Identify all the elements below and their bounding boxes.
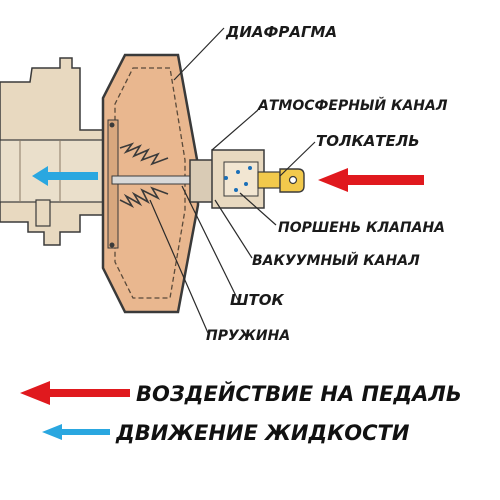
fluid-arrow (32, 166, 98, 186)
master-cylinder-bore (0, 139, 113, 203)
label-vacuum-channel: ВАКУУМНЫЙ КАНАЛ (252, 252, 420, 269)
label-spring: ПРУЖИНА (206, 328, 290, 344)
label-rod: ШТОК (230, 291, 285, 309)
label-atmospheric-channel: АТМОСФЕРНЫЙ КАНАЛ (257, 97, 448, 114)
pedal-arrow (318, 168, 424, 192)
label-valve-piston: ПОРШЕНЬ КЛАПАНА (278, 220, 445, 236)
leader-lines (149, 27, 316, 334)
pusher (257, 171, 281, 189)
master-cylinder (0, 57, 113, 246)
legend-fluid-arrow (42, 424, 110, 440)
legend-pedal-text: ВОЗДЕЙСТВИЕ НА ПЕДАЛЬ (136, 381, 462, 406)
legend: ВОЗДЕЙСТВИЕ НА ПЕДАЛЬ ДВИЖЕНИЕ ЖИДКОСТИ (20, 381, 462, 445)
legend-pedal-arrow (20, 381, 130, 405)
valve-assembly (189, 149, 305, 209)
legend-fluid-text: ДВИЖЕНИЕ ЖИДКОСТИ (115, 421, 410, 445)
spring (119, 142, 169, 208)
label-pusher: ТОЛКАТЕЛЬ (316, 132, 420, 150)
label-diaphragm: ДИАФРАГМА (225, 23, 337, 41)
